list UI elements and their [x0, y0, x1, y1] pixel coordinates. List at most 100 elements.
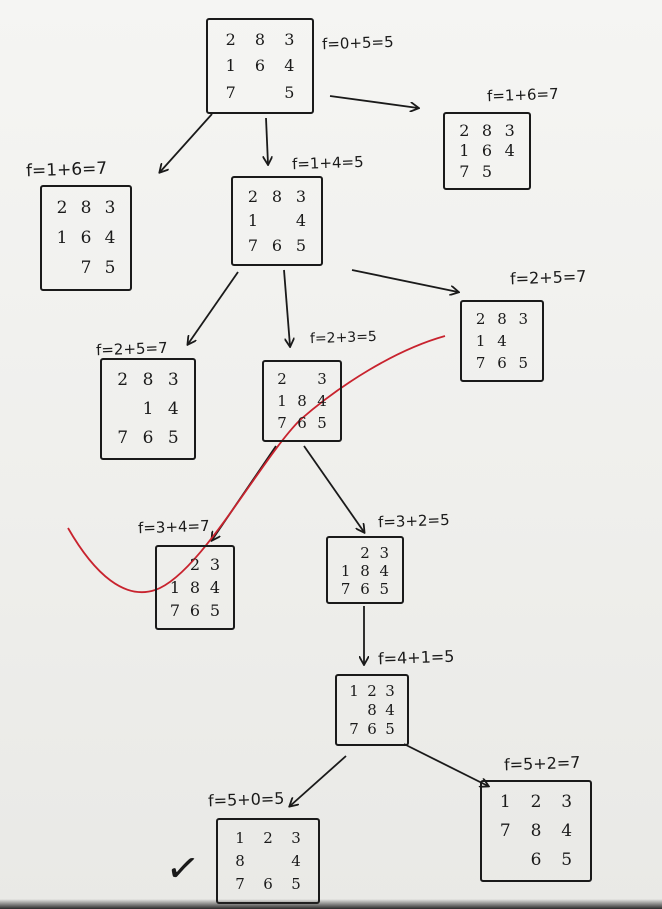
tile: 1 — [340, 562, 351, 580]
tile: 6 — [497, 354, 507, 372]
tile: 7 — [247, 236, 259, 256]
tile: 8 — [80, 198, 92, 218]
tile: 6 — [271, 236, 283, 256]
tile: 3 — [295, 186, 307, 206]
tile: 5 — [379, 580, 390, 598]
f-score-label: f=4+1=5 — [377, 646, 455, 669]
tile: 8 — [254, 29, 266, 49]
tile: 6 — [360, 580, 370, 598]
tile: 1 — [459, 141, 470, 161]
tile: 3 — [379, 544, 390, 562]
tile: 6 — [481, 141, 493, 161]
tile: 6 — [189, 601, 201, 620]
tile: 6 — [530, 849, 542, 870]
tile: 2 — [56, 198, 68, 218]
tile: 4 — [497, 332, 507, 350]
tile: 6 — [297, 414, 307, 432]
blank-tile — [265, 209, 289, 234]
tile: 8 — [497, 310, 507, 328]
tile: 6 — [80, 228, 92, 248]
tile: 5 — [209, 601, 221, 620]
tile: 7 — [277, 414, 287, 432]
f-score-label: f=2+5=7 — [509, 266, 587, 289]
tile: 1 — [277, 392, 287, 410]
tile: 3 — [561, 792, 573, 813]
tile: 5 — [481, 162, 493, 182]
blank-tile — [165, 553, 185, 576]
tile: 4 — [504, 141, 515, 161]
f-score-label: f=1+6=7 — [486, 84, 559, 106]
blank-tile — [513, 330, 534, 352]
tile: 8 — [481, 120, 493, 140]
tile: 2 — [247, 186, 259, 206]
tile: 1 — [349, 682, 359, 701]
tile: 5 — [518, 354, 529, 372]
f-score-label: f=3+2=5 — [377, 510, 450, 532]
tile: 2 — [475, 310, 486, 328]
tile: 1 — [247, 211, 259, 231]
edge-arrow-root-to-n-left — [160, 113, 213, 172]
f-score-label: f=2+5=7 — [95, 338, 168, 360]
tile: 7 — [169, 601, 181, 620]
f-score-label: f=3+4=7 — [137, 516, 210, 538]
tile: 1 — [225, 56, 236, 76]
blank-tile — [292, 368, 312, 390]
f-score-label: f=1+6=7 — [25, 158, 108, 182]
tile: 2 — [360, 544, 370, 562]
tile: 7 — [225, 83, 236, 103]
tile: 3 — [317, 370, 327, 388]
tile: 1 — [169, 578, 181, 597]
tile: 7 — [80, 258, 92, 278]
tile: 5 — [104, 258, 116, 278]
tile: 5 — [385, 719, 395, 738]
tile: 4 — [167, 398, 179, 419]
tile: 1 — [499, 792, 511, 813]
tile: 5 — [295, 236, 307, 256]
f-score-label: f=1+4=5 — [291, 152, 364, 174]
blank-tile — [50, 253, 74, 283]
edge-arrow-root-to-n-mid — [266, 117, 268, 164]
f-score-label: f=5+2=7 — [503, 752, 581, 775]
tile: 5 — [317, 414, 327, 432]
tile: 6 — [254, 56, 266, 76]
tile: 2 — [277, 370, 287, 388]
f-score-label: f=0+5=5 — [321, 32, 394, 54]
tile: 5 — [167, 427, 179, 448]
tile: 2 — [225, 29, 236, 49]
tile: 4 — [379, 562, 390, 580]
tile: 7 — [340, 580, 351, 598]
tile: 3 — [284, 29, 295, 49]
tile: 8 — [297, 392, 307, 410]
edge-arrow-root-to-n-right — [329, 95, 418, 108]
tile: 4 — [291, 851, 301, 870]
tile: 1 — [56, 228, 68, 248]
blank-tile — [490, 845, 521, 874]
blank-tile — [245, 79, 274, 106]
tile: 3 — [209, 555, 221, 574]
tile: 6 — [142, 427, 154, 448]
tile: 3 — [167, 370, 179, 391]
tile: 2 — [367, 682, 377, 701]
tile: 7 — [459, 162, 470, 182]
f-score-label: f=5+0=5 — [207, 788, 285, 811]
tile: 8 — [235, 851, 245, 870]
tile: 2 — [189, 555, 201, 574]
tile: 8 — [360, 562, 370, 580]
